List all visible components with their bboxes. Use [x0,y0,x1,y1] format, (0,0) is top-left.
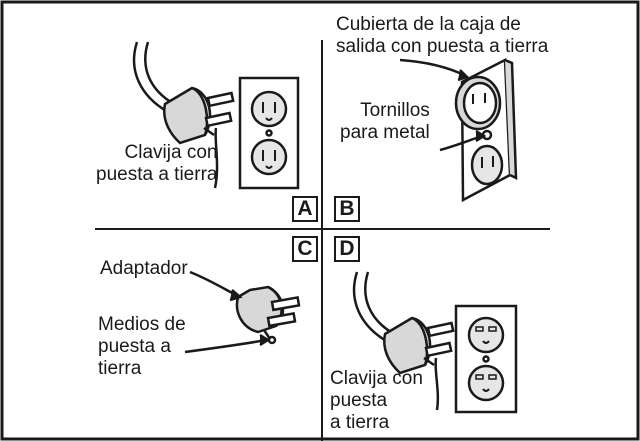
panel-c-prong-bottom [266,312,297,328]
panel-letter-d: D [334,236,360,262]
panel-b-cover-edge [504,58,518,181]
panel-letter-c: C [292,236,318,262]
panel-c-prong-top [270,296,301,312]
panel-d-prong-bottom [424,341,453,358]
panel-d-plug-body [383,316,432,375]
panel-d-illustration [352,271,518,414]
panel-letter-a: A [292,196,318,222]
panel-b-screws-label: Tornillos para metal [340,100,430,143]
panel-a-outlet-screw [265,129,273,137]
panel-a-cord-inner [144,41,175,106]
panel-a-plug-body [163,86,212,145]
panel-a-pointer [213,127,219,189]
panel-b-cover-arrow [399,58,467,78]
panel-a-prong-bottom [204,111,233,128]
panel-c-adapter-arrow [189,270,239,298]
panel-a-ground-pin [203,126,215,137]
panel-a-cord [132,41,169,114]
panel-a-outlet-socket-top [250,90,288,128]
panel-c-illustration [184,270,301,354]
panel-d-prong-top [426,321,455,338]
panel-d-outlet-socket-top [467,316,505,354]
panel-d-pointer [434,357,440,411]
panel-c-adapter-label: Adaptador [100,258,188,279]
panel-letter-b: B [334,196,360,222]
panel-b-cover-label: Cubierta de la caja de salida con puesta… [336,14,549,57]
panel-d-label: Clavija con puesta a tierra [330,368,423,433]
panel-b-socket-lower [470,144,504,186]
panel-a-illustration [132,41,300,190]
panel-a-outlet-socket-bottom [250,138,288,176]
panel-a-prong-top [206,91,235,108]
panel-a-plug-face [191,86,209,136]
panel-b-illustration [399,58,518,203]
panel-d-outlet-socket-bottom [467,364,505,402]
panel-a-label: Clavija con puesta a tierra [96,142,218,185]
panel-c-ground-label: Medios de puesta a tierra [98,314,186,379]
panel-c-ground-arrow [184,338,267,354]
panel-d-cord [352,271,389,344]
